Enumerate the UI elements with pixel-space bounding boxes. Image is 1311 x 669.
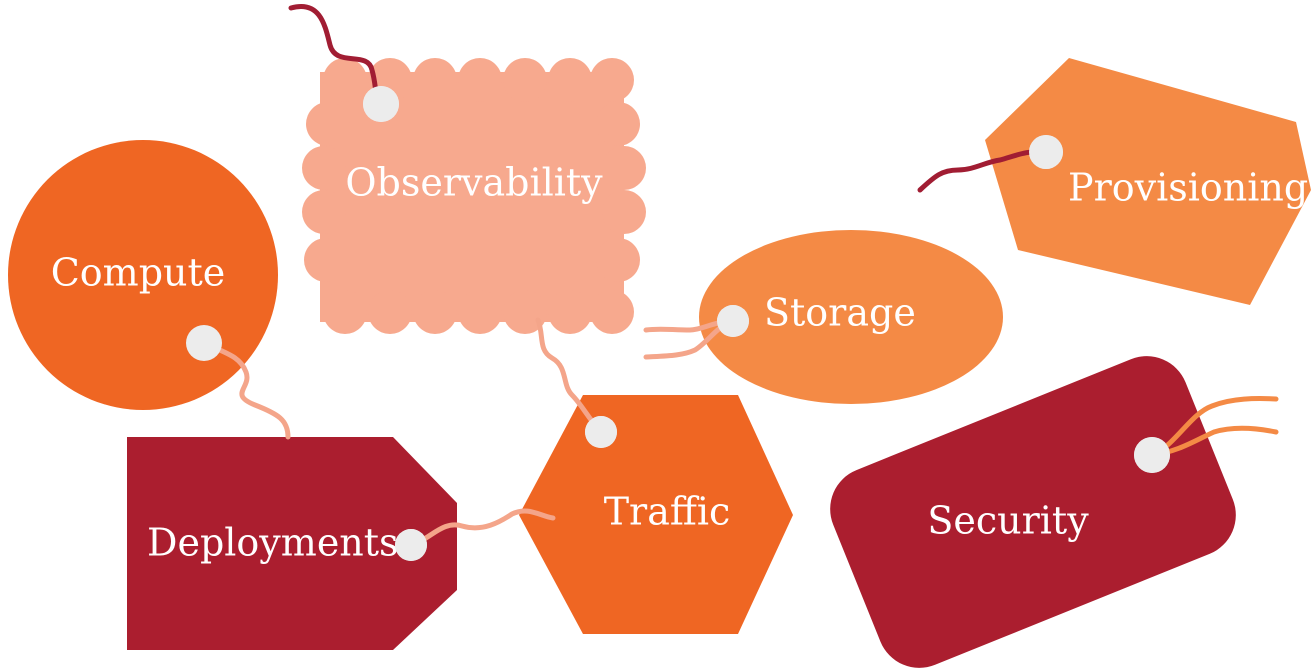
tag-deployments-body [127,437,457,650]
tag-storage-hole-front [717,305,749,337]
tag-provisioning-hole-front [1029,135,1063,169]
tag-deployments: Deployments [127,437,457,650]
tag-compute-hole [186,325,222,361]
tag-security: Security [830,356,1236,668]
string-compute-deployments [201,340,291,440]
string-observability-traffic [535,317,604,435]
tag-traffic-label: Traffic [604,490,731,534]
tag-provisioning-label: Provisioning [1068,166,1308,210]
tag-security-label: Security [927,499,1089,543]
tag-traffic-body [519,395,793,634]
tag-provisioning-body [985,58,1311,305]
tag-compute-label: Compute [51,251,226,295]
tag-observability-scallops [302,58,646,334]
tag-security-body [830,356,1236,668]
string-security-1 [1149,396,1279,458]
tag-compute: Compute [8,140,278,410]
tag-deployments-hole-front [395,529,427,561]
tag-security-hole-front [1134,437,1170,473]
string-deployments-traffic [408,508,556,548]
tag-observability-hole-front [363,86,399,122]
tag-traffic: Traffic [519,395,793,634]
tag-observability: Observability [302,58,646,334]
tag-storage-body [699,230,1003,404]
tag-provisioning: Provisioning [985,58,1311,305]
string-security-2 [1149,425,1279,458]
string-provisioning [917,149,1049,193]
tag-traffic-hole-front [585,416,617,448]
tag-deployments-label: Deployments [147,521,399,565]
tag-storage-label: Storage [764,291,916,335]
tag-observability-label: Observability [345,161,603,205]
tag-holes-front [186,86,1170,561]
tag-storage: Storage [699,230,1003,404]
